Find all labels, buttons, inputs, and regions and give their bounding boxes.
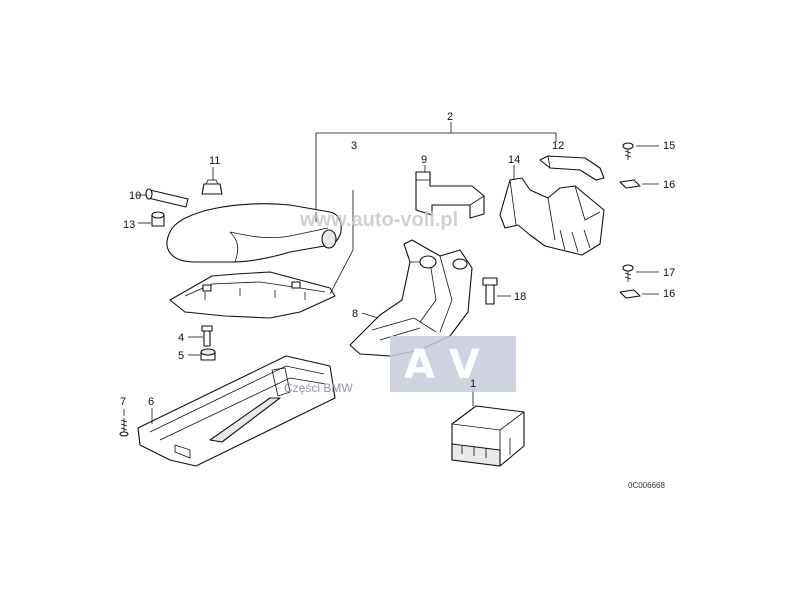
bracket-part-9 (415, 165, 485, 219)
callout-12: 12 (552, 140, 564, 152)
callout-8: 8 (352, 308, 358, 320)
callout-6: 6 (148, 396, 154, 408)
callout-4: 4 (178, 332, 184, 344)
armrest-base-plate (169, 190, 354, 319)
callout-3: 3 (351, 140, 357, 152)
clip-part-11 (201, 167, 223, 195)
callout-17: 17 (663, 267, 675, 279)
bushing-part-13 (138, 211, 165, 227)
callout-9: 9 (421, 154, 427, 166)
logo-subtext: Części BMW (284, 381, 353, 395)
callout-5: 5 (178, 350, 184, 362)
logo-text: A V (404, 342, 480, 388)
bolt-part-18 (482, 277, 511, 305)
console-tray-part-6 (137, 355, 336, 467)
screw-part-15 (622, 142, 659, 160)
box-part-1 (451, 389, 525, 467)
housing-part-14 (499, 165, 605, 256)
reference-code: 0C006668 (628, 481, 665, 490)
nut-part-5 (188, 348, 216, 361)
callout-18: 18 (514, 291, 526, 303)
screw-part-7 (119, 409, 129, 437)
cover-part-12 (539, 155, 605, 181)
callout-1: 1 (470, 378, 476, 390)
callout-16-lower: 16 (663, 288, 675, 300)
armrest-cover (166, 203, 342, 263)
callout-10: 10 (129, 190, 141, 202)
callout-14: 14 (508, 154, 520, 166)
pin-part-10 (136, 188, 189, 208)
group-bracket-2 (315, 122, 557, 212)
screw-part-17 (622, 264, 659, 282)
callout-15: 15 (663, 140, 675, 152)
site-watermark: www.auto-voll.pl (299, 209, 458, 231)
clip-nut-part-16-lower (619, 289, 659, 299)
callout-2: 2 (447, 111, 453, 123)
callout-13: 13 (123, 219, 135, 231)
clip-nut-part-16-upper (619, 179, 659, 189)
callout-7: 7 (120, 396, 126, 408)
screw-part-4 (188, 325, 213, 347)
callout-16-upper: 16 (663, 179, 675, 191)
logo-watermark: A V Części BMW (284, 336, 516, 395)
callout-11: 11 (209, 155, 220, 167)
